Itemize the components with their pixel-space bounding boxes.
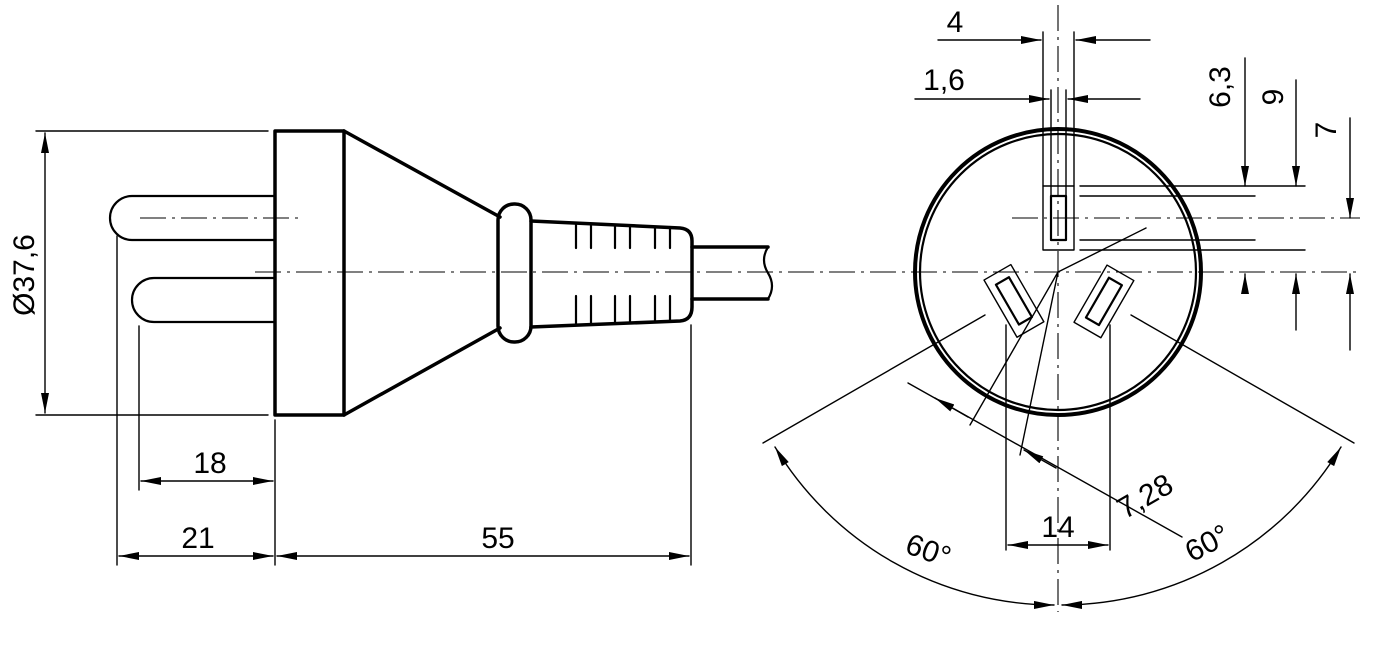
radial-dim-arrow-2 (1023, 449, 1057, 469)
dim-16-label: 1,6 (923, 64, 965, 97)
lower-pin (130, 276, 276, 324)
cable (690, 245, 770, 301)
plug-face (273, 129, 346, 417)
cable-break (762, 245, 774, 301)
plug-face-inner (918, 132, 1198, 412)
angle-ext-right (1130, 314, 1355, 444)
dim-55-label: 55 (481, 522, 514, 555)
plug-face-outer (913, 127, 1203, 417)
angle-arc-left (774, 446, 1055, 609)
dim-63-label: 6,3 (1204, 66, 1237, 108)
front-view: 60° 60° 7,28 14 4 1,6 6,3 (762, 5, 1360, 612)
spacing-label: 14 (1041, 511, 1074, 544)
side-view: Ø37,6 18 21 55 (8, 129, 1360, 566)
left-pin-axis (969, 271, 1059, 426)
left-live-pin (983, 263, 1045, 338)
dim-4-label: 4 (947, 6, 964, 39)
right-live-pin (1073, 264, 1135, 339)
angle-left-label: 60° (901, 528, 955, 575)
dim-9-label: 9 (1257, 89, 1290, 106)
upper-pin (108, 194, 276, 242)
angle-ext-left (762, 314, 986, 444)
radial-dim-arrow-1 (934, 397, 969, 418)
earth-pin (1049, 194, 1068, 242)
strain-relief (529, 219, 694, 329)
dim-18-label: 18 (193, 447, 226, 480)
dim-21-label: 21 (181, 522, 214, 555)
earth-pin-outline (1042, 185, 1075, 251)
strain-relief-ribs (574, 222, 672, 326)
plug-collar (496, 202, 533, 344)
plug-cone (342, 129, 502, 417)
dim-7-label: 7 (1310, 122, 1343, 139)
angle-right-label: 60° (1180, 518, 1236, 568)
diameter-label: Ø37,6 (8, 234, 41, 316)
angle-arc-right (1061, 446, 1342, 609)
left-pin-axis-2 (1019, 271, 1059, 456)
